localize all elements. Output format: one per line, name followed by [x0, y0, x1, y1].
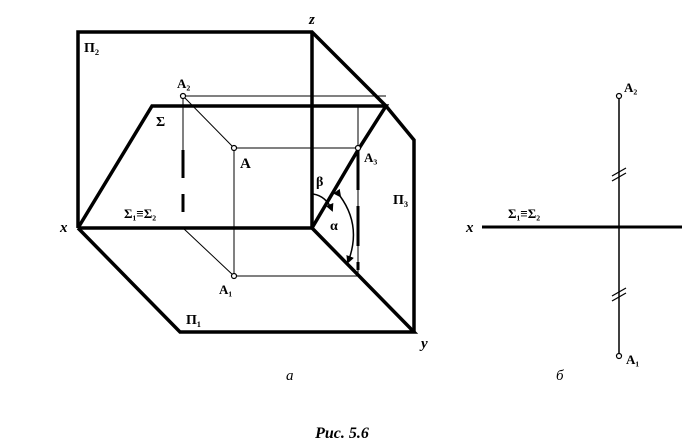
label-part-a: а — [286, 368, 294, 384]
plane-pi1-outline — [76, 226, 419, 334]
label-y: y — [419, 336, 428, 352]
label-pi1: П₁ — [186, 313, 201, 328]
label-point-a: A — [240, 156, 251, 172]
equal-segment-marks — [611, 167, 627, 302]
label-beta: β — [316, 175, 323, 190]
label-pi3: П₃ — [393, 193, 408, 208]
point-a — [230, 144, 238, 152]
label-point-a1: A₁ — [219, 282, 232, 297]
figure-caption: Рис. 5.6 — [314, 425, 369, 442]
epure-label-a1: A₁ — [626, 352, 639, 367]
epure-label-x: x — [465, 220, 474, 236]
epure-label-a2: A₂ — [624, 80, 637, 95]
point-a3 — [354, 144, 362, 152]
plane-pi3-outline — [384, 104, 416, 332]
label-z: z — [308, 12, 315, 28]
epure-label-sigma-eq: Σ₁≡Σ₂ — [508, 206, 540, 221]
plane-pi2-outline — [76, 30, 388, 228]
label-point-a2: A₂ — [177, 76, 190, 91]
part-b-drawing: x Σ₁≡Σ₂ A₂ A₁ б — [465, 80, 682, 384]
angle-alpha-arc — [333, 188, 355, 264]
label-pi2: П₂ — [84, 41, 99, 56]
epure-point-a2 — [615, 92, 623, 100]
plane-sigma-outline — [76, 104, 390, 229]
point-a2 — [179, 92, 187, 100]
epure-point-a1 — [615, 352, 623, 360]
label-part-b: б — [556, 368, 564, 384]
point-a1 — [230, 272, 238, 280]
label-x: x — [59, 220, 68, 236]
label-sigma-eq: Σ₁≡Σ₂ — [124, 206, 156, 221]
projection-lines — [182, 95, 386, 277]
part-a-drawing: z x y П₂ П₁ П₃ Σ Σ₁≡Σ₂ A A₁ A₂ A₃ β α а — [59, 12, 428, 384]
label-sigma: Σ — [156, 115, 165, 130]
label-point-a3: A₃ — [364, 150, 377, 165]
label-alpha: α — [330, 219, 338, 234]
angle-beta-arc — [312, 193, 334, 212]
